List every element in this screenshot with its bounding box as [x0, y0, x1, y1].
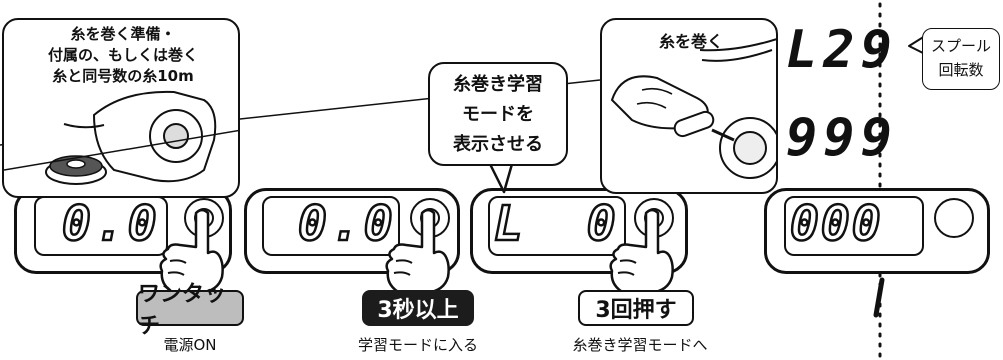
lcd-value-step4: 000	[789, 196, 883, 252]
learn-callout-pointer	[488, 163, 514, 194]
prep-callout: 糸を巻く準備・ 付属の、もしくは巻く 糸と同号数の糸10m	[2, 18, 240, 198]
step4-button[interactable]	[934, 198, 974, 238]
caption-step1: 電源ON	[163, 336, 217, 354]
lcd-screen-step3	[488, 196, 626, 256]
caption-step3: 糸巻き学習モードへ	[572, 336, 708, 354]
readout-top: L29	[786, 20, 898, 80]
action-tag-one-touch: ワンタッチ	[136, 282, 244, 339]
action-tag-3sec: 3秒以上	[362, 290, 474, 326]
wind-callout-text: 糸を巻く	[658, 32, 723, 51]
learn-mode-callout: 糸巻き学習 モードを 表示させる	[428, 62, 568, 166]
lcd-value-step2: 0.0	[297, 196, 397, 252]
spool-rotation-callout: スプール 回転数	[922, 28, 1000, 90]
hand-winding-illustration	[610, 38, 776, 179]
lcd-screen-step4	[784, 196, 924, 256]
lcd-screen-step2	[262, 196, 400, 256]
lcd-value-step3: L 0	[493, 196, 618, 252]
reel-illustration	[4, 90, 238, 185]
lcd-value-step1: 0.0	[61, 196, 161, 252]
action-tag-3press: 3回押す	[578, 290, 694, 326]
wind-callout: 糸を巻く	[600, 18, 778, 194]
prep-callout-text: 糸を巻く準備・ 付属の、もしくは巻く 糸と同号数の糸10m	[47, 25, 198, 85]
spool-callout-pointer	[908, 35, 926, 55]
finger-press-icon	[385, 208, 450, 295]
caption-step2: 学習モードに入る	[357, 336, 478, 354]
finger-press-icon	[609, 208, 674, 295]
readout-middle: 999	[786, 108, 898, 168]
